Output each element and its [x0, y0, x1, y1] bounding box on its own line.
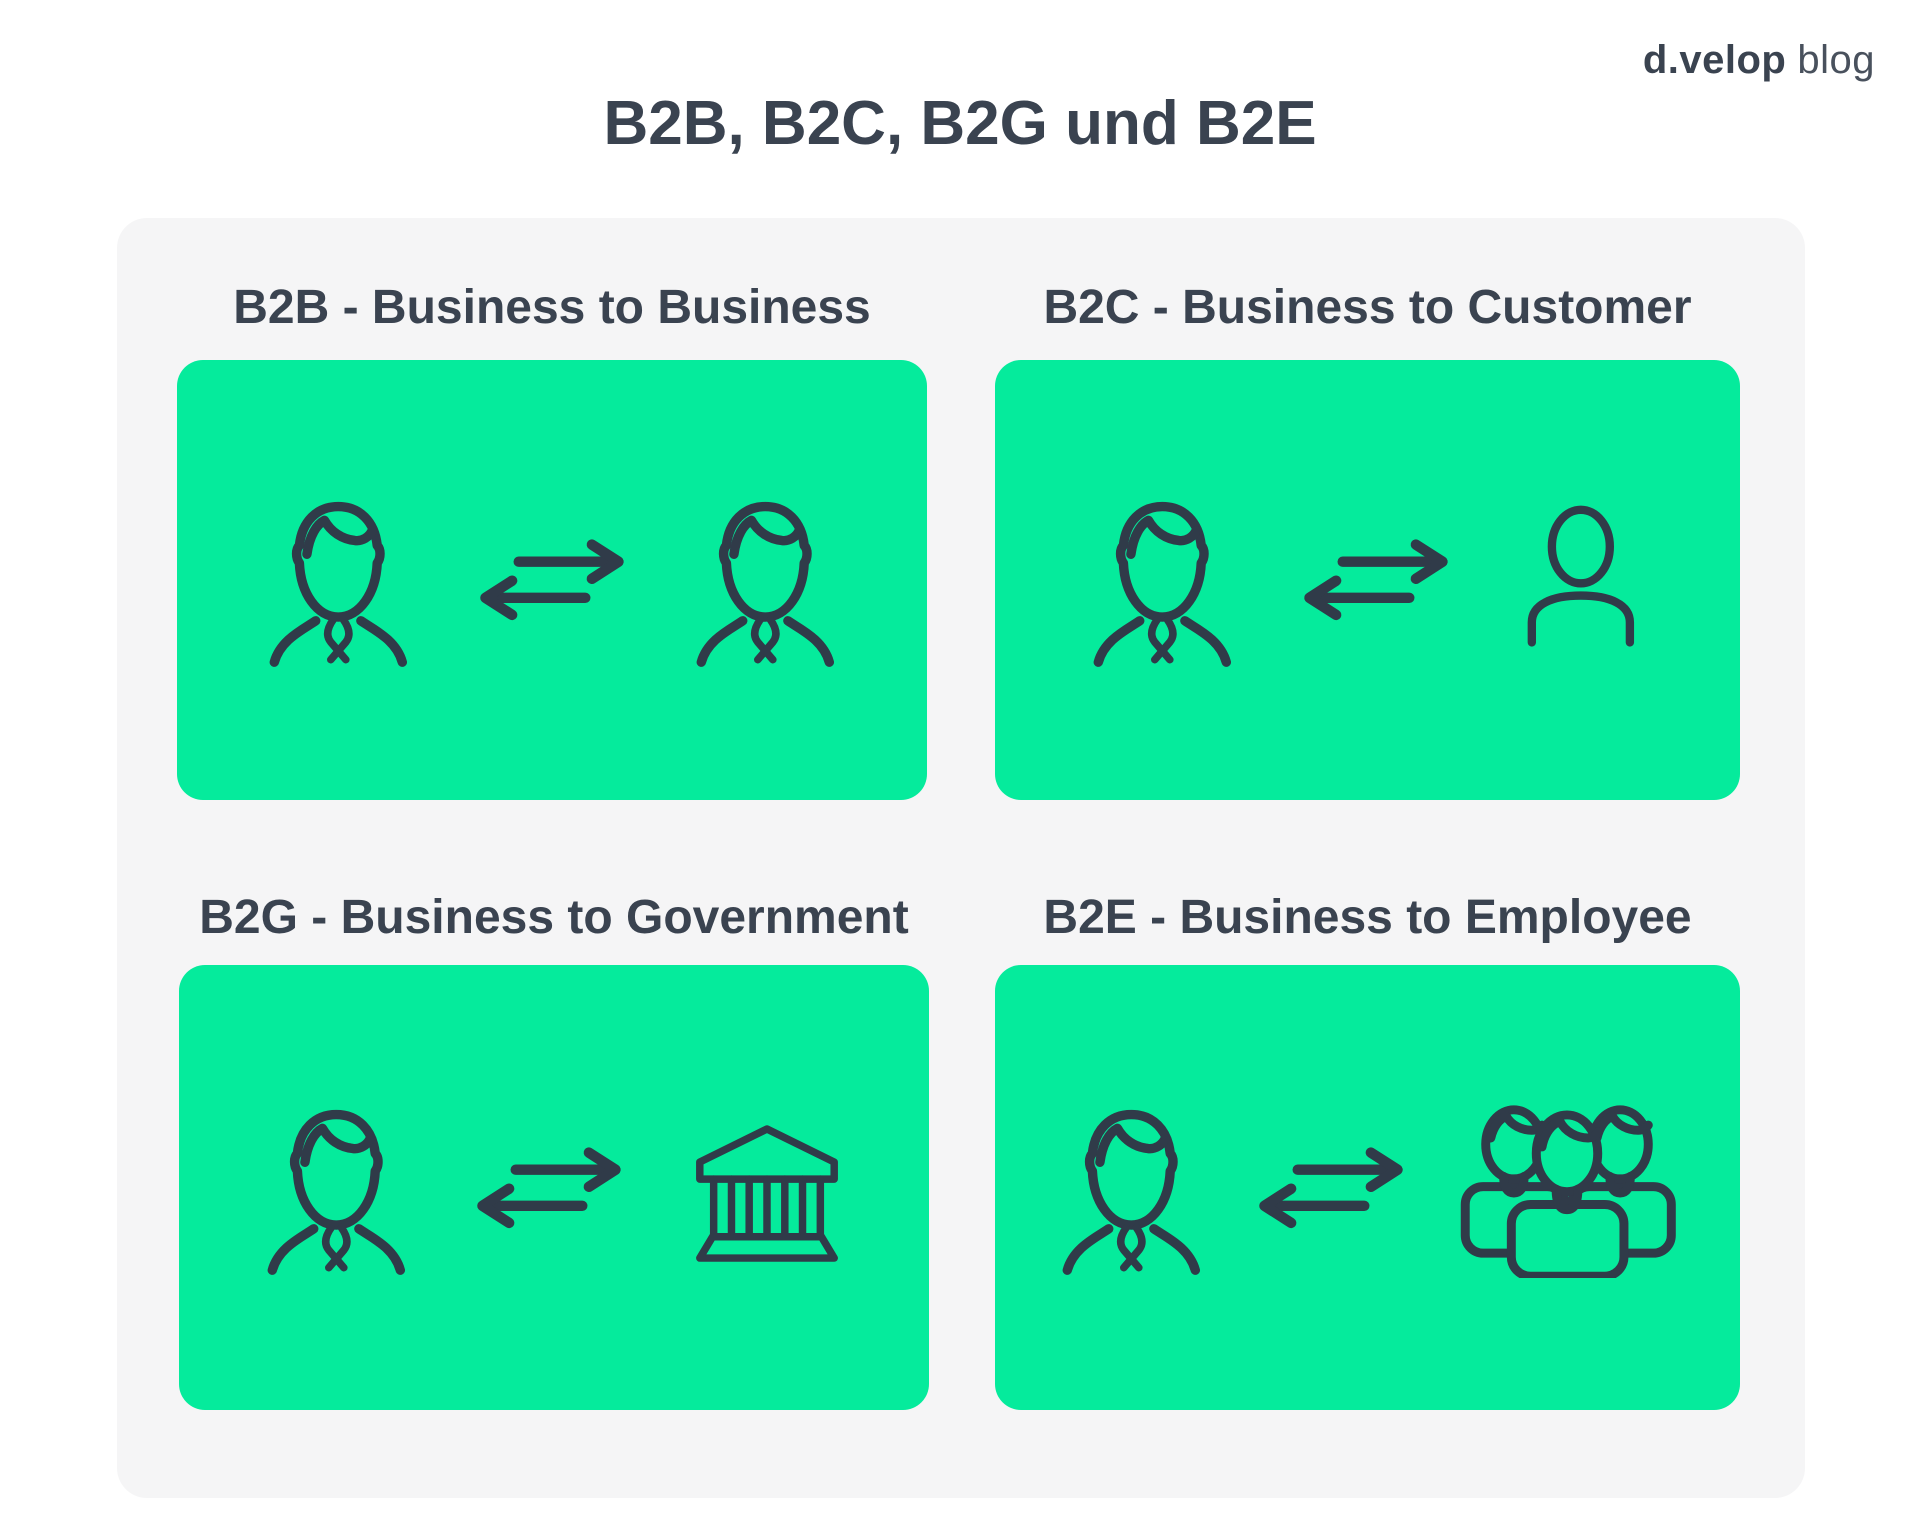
logo-brand-text: d.velop: [1642, 38, 1787, 82]
person-icon: [1514, 502, 1648, 658]
exchange-arrows-icon: [1255, 1145, 1407, 1231]
dvelop-blog-logo: d.velop blog: [1643, 38, 1875, 83]
b2b-heading: B2B - Business to Business: [233, 281, 871, 334]
b2g-heading: B2G - Business to Government: [199, 891, 909, 944]
businessman-icon: [261, 1097, 412, 1279]
businessman-icon: [1087, 489, 1238, 671]
businessman-icon: [263, 489, 414, 671]
businessman-icon: [690, 489, 841, 671]
logo-suffix-text: blog: [1797, 38, 1875, 82]
exchange-arrows-icon: [1300, 537, 1452, 623]
employee-group-icon: [1455, 1097, 1679, 1279]
b2b-card: [177, 360, 927, 800]
infographic-panel: B2B - Business to Business B2C - Busines…: [117, 218, 1805, 1498]
b2c-heading: B2C - Business to Customer: [1043, 281, 1692, 334]
exchange-arrows-icon: [476, 537, 628, 623]
b2c-card: [995, 360, 1740, 800]
page-title: B2B, B2C, B2G und B2E: [603, 89, 1317, 158]
b2e-card: [995, 965, 1740, 1410]
exchange-arrows-icon: [473, 1145, 625, 1231]
b2e-heading: B2E - Business to Employee: [1043, 891, 1692, 944]
b2g-card: [179, 965, 929, 1410]
government-building-icon: [687, 1113, 847, 1262]
businessman-icon: [1056, 1097, 1207, 1279]
